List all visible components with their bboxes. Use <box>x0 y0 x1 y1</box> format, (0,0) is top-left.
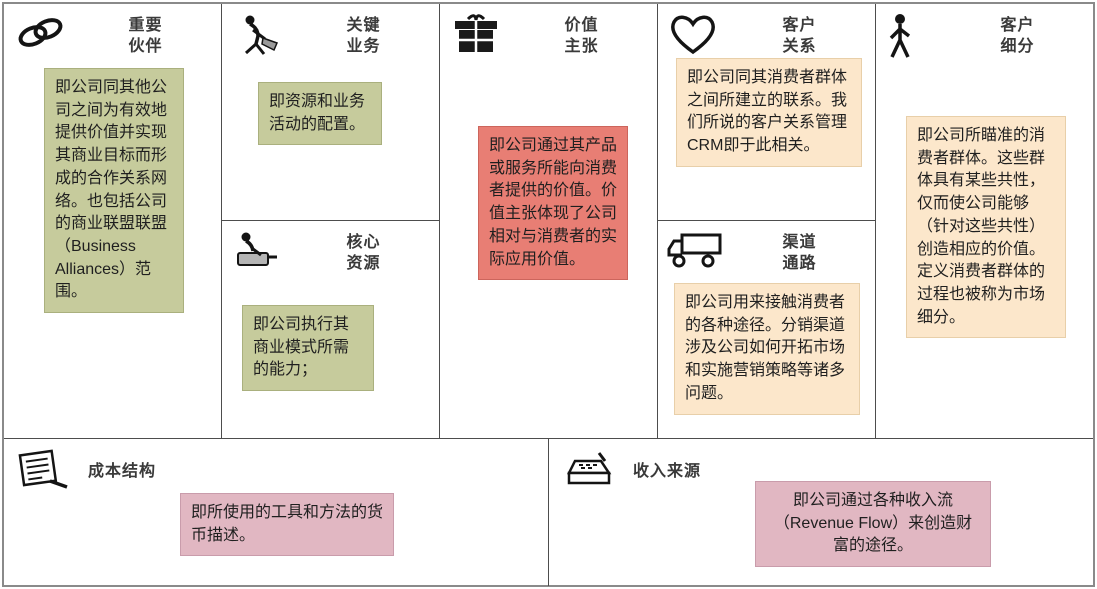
canvas-top-row: 重要 伙伴 即公司同其他公司之间为有效地提供价值并实现其商业目标而形成的合作关系… <box>4 4 1093 439</box>
sticky-note-customer-relationships: 即公司同其消费者群体之间所建立的联系。我们所说的客户关系管理CRM即于此相关。 <box>676 58 862 167</box>
block-title: 成本结构 <box>88 463 157 480</box>
block-header: 价值 主张 <box>440 4 657 58</box>
person-icon <box>884 10 948 62</box>
sticky-note-key-activities: 即资源和业务活动的配置。 <box>258 82 382 146</box>
sticky-note-cost-structure: 即所使用的工具和方法的货币描述。 <box>180 493 394 557</box>
block-customer-segments: 客户 细分 即公司所瞄准的消费者群体。这些群体具有某些共性，仅而使公司能够（针对… <box>876 4 1093 438</box>
gift-icon <box>448 10 512 58</box>
block-revenue-streams: 收入来源 即公司通过各种收入流（Revenue Flow）来创造财富的途径。 <box>549 439 1093 586</box>
column-relationships-channels: 客户 关系 即公司同其消费者群体之间所建立的联系。我们所说的客户关系管理CRM即… <box>658 4 876 438</box>
block-title: 价值 主张 <box>564 17 599 55</box>
block-title: 关键 业务 <box>346 17 381 55</box>
block-header: 成本结构 <box>4 439 548 491</box>
truck-icon <box>666 227 730 275</box>
canvas-bottom-row: 成本结构 即所使用的工具和方法的货币描述。 收入来源 即公司通过各种收入流（Re… <box>4 439 1093 586</box>
block-header: 核心 资源 <box>222 221 439 275</box>
block-header: 客户 关系 <box>658 4 875 58</box>
block-channels: 渠道 通路 即公司用来接触消费者的各种途径。分销渠道涉及公司如何开拓市场和实施营… <box>658 221 875 437</box>
block-customer-relationships: 客户 关系 即公司同其消费者群体之间所建立的联系。我们所说的客户关系管理CRM即… <box>658 4 875 221</box>
block-value-proposition: 价值 主张 即公司通过其产品或服务所能向消费者提供的价值。价值主张体现了公司相对… <box>440 4 658 438</box>
worker-icon <box>230 10 294 58</box>
sticky-note-revenue-streams: 即公司通过各种收入流（Revenue Flow）来创造财富的途径。 <box>755 481 991 568</box>
block-key-activities: 关键 业务 即资源和业务活动的配置。 <box>222 4 439 221</box>
heart-icon <box>666 10 730 58</box>
block-cost-structure: 成本结构 即所使用的工具和方法的货币描述。 <box>4 439 549 586</box>
block-header: 客户 细分 <box>876 4 1093 62</box>
block-header: 收入来源 <box>549 439 1093 491</box>
block-title: 客户 细分 <box>1000 17 1035 55</box>
block-title: 收入来源 <box>633 463 702 480</box>
block-title: 核心 资源 <box>346 234 381 272</box>
block-key-partners: 重要 伙伴 即公司同其他公司之间为有效地提供价值并实现其商业目标而形成的合作关系… <box>4 4 222 438</box>
block-title: 渠道 通路 <box>782 234 817 272</box>
block-header: 关键 业务 <box>222 4 439 58</box>
sticky-note-key-resources: 即公司执行其商业模式所需的能力； <box>242 305 374 392</box>
rings-icon <box>12 10 76 58</box>
cash-register-icon <box>559 447 619 491</box>
sticky-note-key-partners: 即公司同其他公司之间为有效地提供价值并实现其商业目标而形成的合作关系网络。也包括… <box>44 68 184 314</box>
block-header: 渠道 通路 <box>658 221 875 275</box>
block-title: 客户 关系 <box>782 17 817 55</box>
sticky-note-customer-segments: 即公司所瞄准的消费者群体。这些群体具有某些共性，仅而使公司能够（针对这些共性）创… <box>906 116 1066 339</box>
sticky-note-value-proposition: 即公司通过其产品或服务所能向消费者提供的价值。价值主张体现了公司相对与消费者的实… <box>478 126 628 281</box>
machine-icon <box>230 227 294 275</box>
block-key-resources: 核心 资源 即公司执行其商业模式所需的能力； <box>222 221 439 437</box>
block-header: 重要 伙伴 <box>4 4 221 58</box>
document-icon <box>14 447 74 491</box>
block-title: 重要 伙伴 <box>128 17 163 55</box>
column-activities-resources: 关键 业务 即资源和业务活动的配置。 核心 资源 <box>222 4 440 438</box>
sticky-note-channels: 即公司用来接触消费者的各种途径。分销渠道涉及公司如何开拓市场和实施营销策略等诸多… <box>674 283 860 415</box>
